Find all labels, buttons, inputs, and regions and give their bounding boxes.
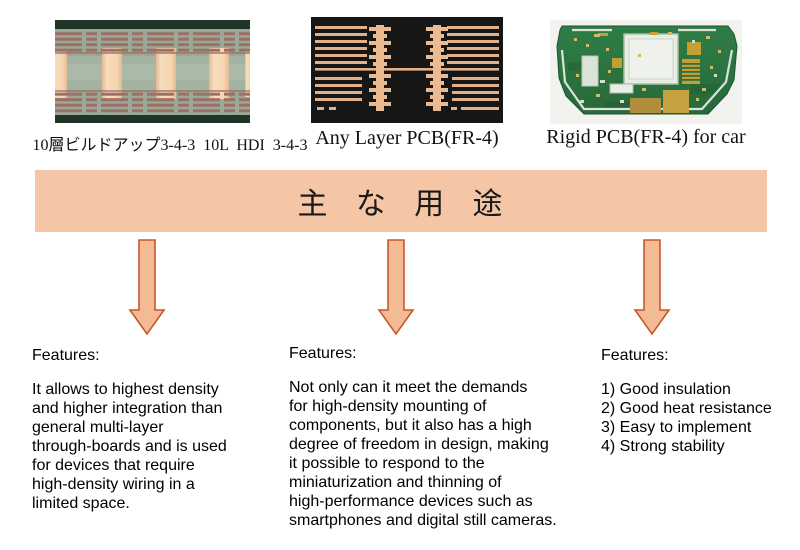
connector	[609, 83, 634, 94]
features-heading: Features:	[289, 345, 357, 362]
rigid-pcb-photo	[550, 20, 742, 124]
features-text: It allows to highest density and higher …	[32, 381, 227, 512]
via-bars	[55, 48, 250, 99]
image-caption-any-layer: Any Layer PCB(FR-4)	[315, 127, 499, 149]
down-arrow-right	[633, 239, 671, 335]
down-arrows	[128, 239, 671, 335]
image-caption-rigid: Rigid PCB(FR-4) for car	[546, 126, 746, 148]
gold-pads	[598, 32, 701, 113]
features-text: Not only can it meet the demands for hig…	[289, 379, 557, 529]
features-text: 1) Good insulation 2) Good heat resistan…	[601, 381, 772, 455]
any-layer-cross-section-image	[311, 17, 503, 123]
copper-traces	[315, 26, 499, 110]
features-block-any-layer: Features: Not only can it meet the deman…	[289, 344, 611, 530]
main-usage-banner: 主 な 用 途	[35, 170, 767, 232]
hdi-cross-section-image	[55, 20, 250, 123]
image-caption-hdi: 10層ビルドアップ3-4-3 10L HDI 3-4-3	[32, 137, 308, 154]
down-arrow-middle	[377, 239, 415, 335]
features-heading: Features:	[32, 347, 100, 364]
label-area	[581, 55, 599, 87]
main-usage-banner-text: 主 な 用 途	[297, 188, 505, 221]
features-block-rigid: Features: 1) Good insulation 2) Good hea…	[601, 346, 800, 456]
down-arrow-left	[128, 239, 166, 335]
features-block-hdi: Features: It allows to highest density a…	[32, 346, 284, 513]
shield-area	[623, 33, 679, 85]
small-components	[574, 32, 721, 101]
features-heading: Features:	[601, 347, 669, 364]
copper-layer-combs	[55, 31, 250, 113]
